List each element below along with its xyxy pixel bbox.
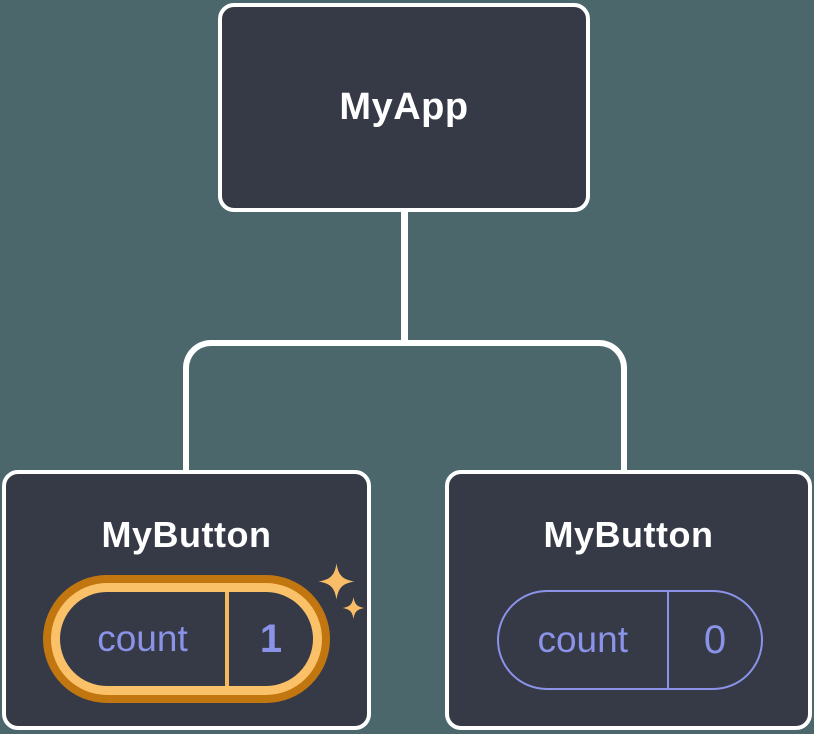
state-key: count [537, 619, 628, 660]
state-pill: count 0 [497, 590, 763, 690]
connector-stem [401, 210, 408, 346]
state-pill-highlight-ring: count 1 [51, 583, 322, 695]
state-value: 0 [703, 617, 727, 662]
node-mybutton-plain-label: MyButton [543, 514, 714, 555]
sparkles-icon [318, 563, 365, 619]
pill-divider [666, 592, 669, 688]
node-mybutton-plain: MyButton count 0 [445, 470, 812, 730]
node-myapp-label: MyApp [339, 86, 469, 128]
node-mybutton-highlighted: MyButton count 1 [2, 470, 371, 730]
pill-divider [225, 592, 229, 686]
connector-branch [183, 340, 627, 472]
state-value: 1 [259, 616, 283, 661]
state-key: count [97, 618, 188, 659]
node-mybutton-highlighted-label: MyButton [101, 514, 272, 555]
state-pill-highlighted: count 1 [43, 575, 330, 703]
node-myapp: MyApp [218, 3, 590, 212]
